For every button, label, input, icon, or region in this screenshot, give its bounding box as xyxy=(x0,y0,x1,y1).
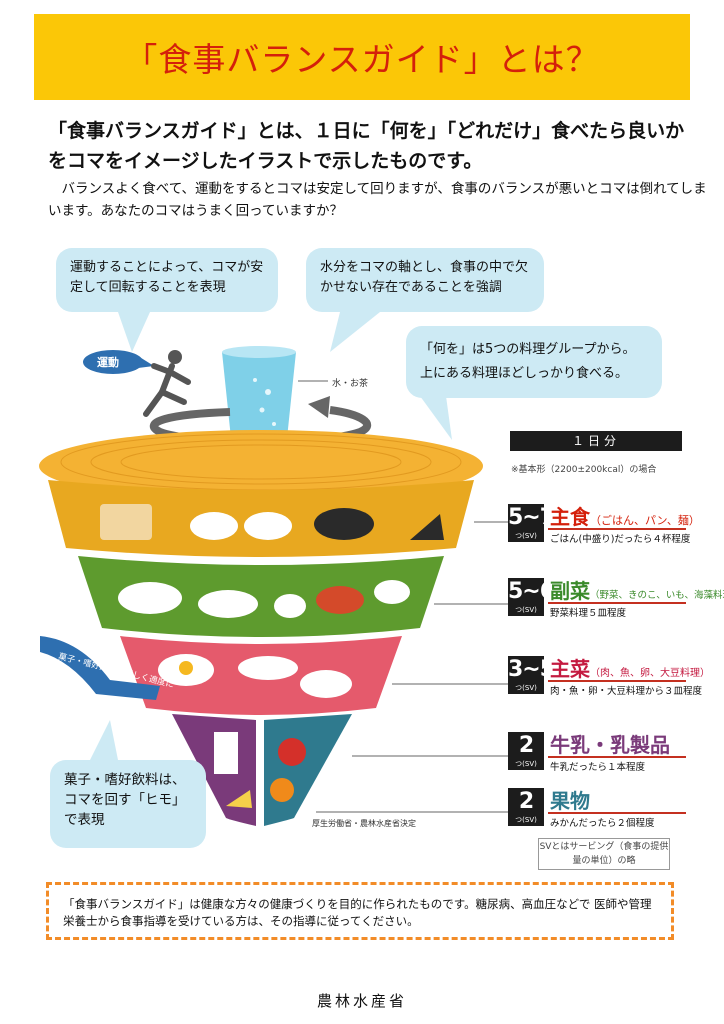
serving-unit: つ(SV) xyxy=(515,816,537,824)
page-title: 「食事バランスガイド」とは？ xyxy=(124,40,600,79)
serving-unit: つ(SV) xyxy=(515,760,537,768)
small-bowl-icon xyxy=(274,594,306,618)
disclaimer-box: 「食事バランスガイド」は健康な方々の健康づくりを目的に作られたものです。糖尿病、… xyxy=(46,882,674,940)
orange-icon xyxy=(270,778,294,802)
serving-count: 5~6 xyxy=(508,579,555,604)
group-divider xyxy=(548,602,686,604)
serving-count-box: 5~7 つ(SV) xyxy=(508,504,555,542)
sv-note: SVとはサービング（食事の提供量の単位）の略 xyxy=(538,838,670,870)
group-name: 牛乳・乳製品 xyxy=(550,733,670,757)
bubble-tail-snacks xyxy=(90,720,118,760)
rice-bowl-icon xyxy=(190,512,238,540)
meat-dish-icon xyxy=(300,670,352,698)
title-band: 「食事バランスガイド」とは？ xyxy=(34,14,690,100)
running-person-icon xyxy=(143,350,191,417)
bubble-tail-groups xyxy=(420,396,452,440)
exercise-tag-label: 運動 xyxy=(97,356,119,369)
serving-count-box: 2 つ(SV) xyxy=(508,732,544,770)
group-divider xyxy=(548,756,686,758)
water-glass-icon xyxy=(222,346,296,448)
bubble-groups: 「何を」は5つの料理グループから。上にある料理ほどしっかり食べる。 xyxy=(406,326,662,398)
group-desc: 野菜料理５皿程度 xyxy=(550,608,627,619)
bubble-snacks: 菓子・嗜好飲料は、コマを回す「ヒモ」で表現 xyxy=(50,760,206,848)
daily-header: １日分 xyxy=(510,431,682,451)
rotation-arrowhead xyxy=(308,396,330,418)
group-name: 果物 xyxy=(550,789,590,813)
group-name: 主食（ごはん、パン、麺） xyxy=(550,505,700,529)
milk-glass-icon xyxy=(214,732,238,774)
group-divider xyxy=(548,528,686,530)
serving-unit: つ(SV) xyxy=(515,532,537,540)
bubble-exercise: 運動することによって、コマが安定して回転することを表現 xyxy=(56,248,278,312)
cheese-icon xyxy=(226,790,252,808)
serving-unit: つ(SV) xyxy=(515,606,537,614)
serving-count-box: 2 つ(SV) xyxy=(508,788,544,826)
group-desc: ごはん(中盛り)だったら４杯程度 xyxy=(550,534,691,545)
group-name: 副菜（野菜、きのこ、いも、海藻料理） xyxy=(550,579,724,603)
snack-ribbon xyxy=(40,636,160,700)
serving-count: 2 xyxy=(518,789,534,814)
band-fruit xyxy=(264,714,352,826)
footer-ministry: 農林水産省 xyxy=(316,992,407,1010)
water-tag-label: 水・お茶 xyxy=(332,379,369,389)
apple-icon xyxy=(278,738,306,766)
ministry-decision-label: 厚生労働省・農林水産省決定 xyxy=(312,819,416,828)
serving-count: 2 xyxy=(518,733,534,758)
soup-bowl-icon xyxy=(316,586,364,614)
intro-lead: 「食事バランスガイド」とは、１日に「何を」「どれだけ」食べたら良いかをコマをイメ… xyxy=(48,120,685,172)
group-name: 主菜（肉、魚、卵、大豆料理） xyxy=(550,657,710,681)
bubble-tail-exercise xyxy=(118,312,150,352)
band-vegetable xyxy=(78,556,444,637)
group-desc: みかんだったら２個程度 xyxy=(550,818,655,829)
top-disc xyxy=(39,430,483,502)
group-desc: 肉・魚・卵・大豆料理から３皿程度 xyxy=(550,686,703,697)
serving-count-box: 5~6 つ(SV) xyxy=(508,578,555,616)
small-bowl-icon xyxy=(374,580,410,604)
intro-body: バランスよく食べて、運動をするとコマは安定して回りますが、食事のバランスが悪いと… xyxy=(48,181,707,219)
daily-note: ※基本形（2200±200kcal）の場合 xyxy=(511,465,657,475)
group-divider xyxy=(548,680,686,682)
toast-icon xyxy=(100,504,152,540)
serving-count-box: 3~5 つ(SV) xyxy=(508,656,555,694)
rice-bowl-icon xyxy=(244,512,292,540)
vegetable-dish-icon xyxy=(198,590,258,618)
exercise-tag xyxy=(83,350,154,374)
serving-count: 3~5 xyxy=(508,657,555,682)
noodle-bowl-icon xyxy=(314,508,374,540)
onigiri-icon xyxy=(410,514,444,540)
salad-icon xyxy=(118,582,182,614)
group-divider xyxy=(548,812,686,814)
fish-dish-icon xyxy=(238,656,298,680)
bubble-water: 水分をコマの軸とし、食事の中で欠かせない存在であることを強調 xyxy=(306,248,544,312)
bubble-tail-water xyxy=(330,312,380,352)
serving-count: 5~7 xyxy=(508,505,555,530)
group-desc: 牛乳だったら１本程度 xyxy=(550,762,646,773)
serving-unit: つ(SV) xyxy=(515,684,537,692)
